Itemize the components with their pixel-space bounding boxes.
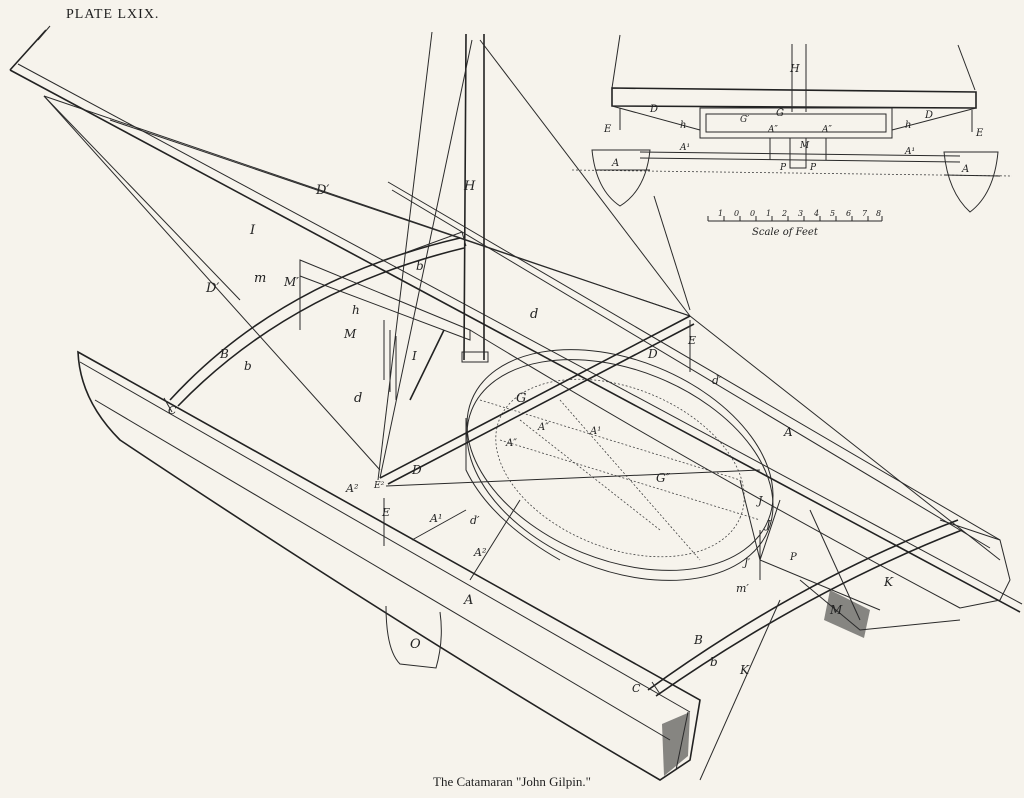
label-b-right: b: [710, 655, 718, 669]
inset-label-A1-right: A¹: [904, 147, 915, 157]
label-G: G: [516, 391, 526, 406]
inset-label-A-right: A: [961, 164, 969, 175]
label-M-left: M: [343, 327, 357, 341]
scale-tick-10: 8: [876, 209, 881, 218]
label-M-right: M: [829, 603, 843, 617]
inset-label-A1: A¹: [679, 143, 690, 153]
inset-label-E-right: E: [975, 128, 984, 139]
inset-label-P-right: P: [809, 163, 817, 173]
label-K-right: K: [883, 575, 894, 589]
inset-label-G-prime: G′: [740, 115, 749, 125]
inset-label-D-right: D: [924, 110, 933, 121]
inset-label-h: h: [680, 120, 686, 131]
label-C-left: C: [168, 404, 177, 417]
label-A2-left: A²: [345, 482, 358, 495]
label-A-right: A: [783, 425, 793, 439]
inset-label-h-right: h: [905, 120, 911, 131]
label-A1-centre: A¹: [589, 426, 601, 437]
label-A2-bottom: A²: [473, 546, 486, 559]
scale-tick-2: 0: [750, 209, 755, 218]
label-m-prime: m′: [736, 582, 749, 595]
scale-tick-5: 3: [798, 209, 803, 218]
label-b-top: b: [416, 259, 424, 273]
label-m: m: [254, 271, 266, 286]
label-d-top: d: [530, 307, 538, 322]
label-B-left: B: [219, 347, 229, 361]
scale-of-feet: 1 0 0 1 2 3 4 5 6 7 8 Scale of Feet: [707, 209, 883, 238]
label-I-top: I: [249, 223, 256, 238]
label-A1-left: A¹: [429, 512, 442, 525]
label-P: P: [789, 552, 797, 563]
label-D-right: D: [647, 347, 658, 361]
inset-label-A: A: [611, 158, 619, 169]
inset-label-G: G: [776, 108, 784, 119]
label-M-prime: M′: [283, 275, 299, 289]
label-D-prime-left: D′: [205, 281, 219, 296]
label-d-prime-left: d′: [470, 514, 480, 527]
inset-label-A-dprime: A″: [767, 125, 778, 135]
scale-label: Scale of Feet: [752, 227, 819, 238]
inset-label-A-dprime-right: A″: [821, 125, 832, 135]
main-perspective: H D′ D′ I I m M′ b b b h B B C C M M d d…: [9, 25, 1023, 781]
label-O: O: [410, 637, 421, 652]
label-d-prime-right: d′: [712, 374, 722, 387]
inset-label-M: M: [799, 141, 810, 151]
label-b-left: b: [244, 359, 252, 373]
scale-tick-4: 2: [781, 209, 787, 218]
label-J-lower: J: [764, 518, 771, 531]
scale-tick-0: 1: [718, 209, 723, 218]
scale-tick-6: 4: [813, 209, 819, 218]
label-D-prime-top: D′: [315, 183, 329, 198]
label-C-right: C: [632, 682, 641, 695]
plate-caption: The Catamaran "John Gilpin.": [433, 774, 591, 789]
label-h: h: [352, 303, 360, 317]
scale-tick-1: 0: [734, 209, 739, 218]
label-E-left: E: [381, 506, 390, 519]
label-A-bottom: A: [463, 593, 473, 608]
label-d-left: d: [354, 391, 362, 406]
label-K-bottom: K: [739, 663, 750, 677]
scale-tick-3: 1: [766, 209, 771, 218]
scale-tick-9: 7: [862, 209, 868, 218]
label-E-right: E: [687, 334, 696, 347]
plate-title: PLATE LXIX.: [66, 7, 160, 22]
label-B-right: B: [693, 633, 703, 647]
label-E2: E²: [373, 481, 385, 491]
label-H: H: [463, 179, 476, 194]
label-G-dprime: G″: [656, 471, 671, 485]
label-D-centre: D: [411, 463, 422, 477]
scale-tick-8: 6: [846, 209, 851, 218]
scale-tick-7: 5: [830, 209, 835, 218]
inset-label-P: P: [779, 163, 787, 173]
label-A-dprime-top: A″: [537, 422, 549, 433]
inset-label-E: E: [603, 124, 612, 135]
inset-label-D: D: [649, 104, 658, 115]
inset-elevation: H D D G G′ h h E E A A A¹ A¹ A″ A″ M P P: [571, 34, 1013, 213]
inset-label-H: H: [789, 62, 800, 75]
label-I-middle: I: [411, 349, 417, 363]
label-J-upper: J: [756, 494, 763, 507]
label-J-prime: J′: [742, 558, 751, 569]
label-A-dprime-left: A″: [505, 438, 517, 449]
